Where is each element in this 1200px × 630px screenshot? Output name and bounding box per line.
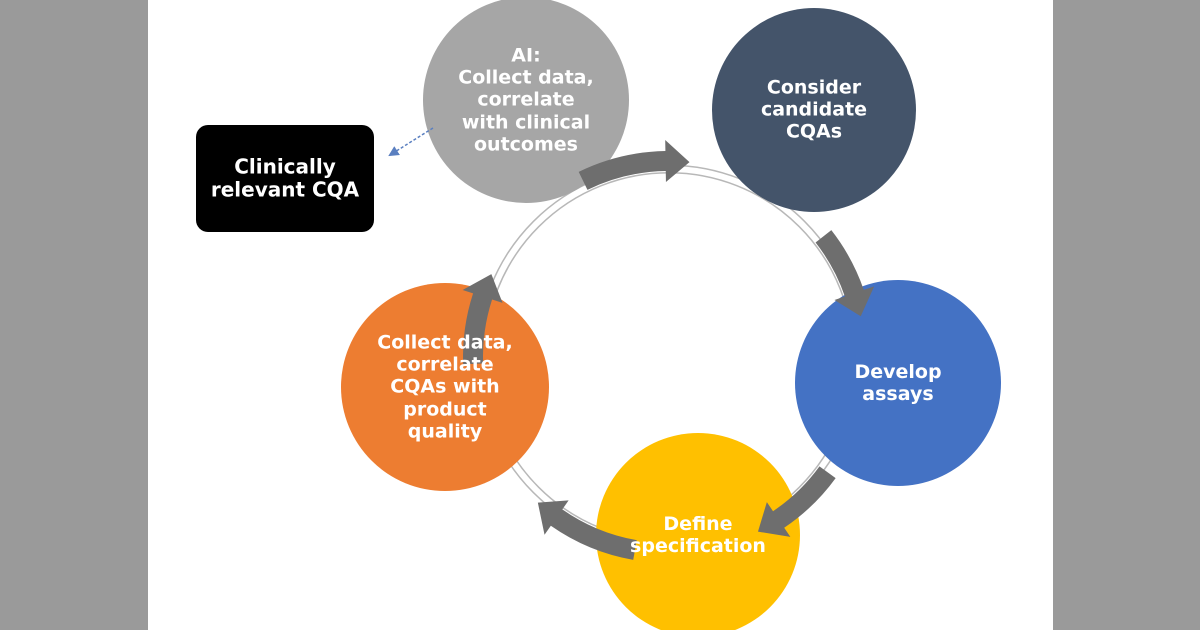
output-box-label-line: Clinically xyxy=(234,154,336,179)
arrow-ai-to-consider xyxy=(578,140,690,190)
node-consider-label-line: candidate xyxy=(760,98,868,121)
left-margin xyxy=(0,0,148,630)
node-ai-circle xyxy=(423,0,629,203)
node-consider-label-line: Consider xyxy=(766,76,862,99)
right-margin xyxy=(1053,0,1200,630)
node-spec-label-line: Define xyxy=(663,512,733,535)
output-box-label-line: relevant CQA xyxy=(210,177,360,202)
node-ai-label-line: with clinical xyxy=(461,111,591,134)
node-collect-circle xyxy=(341,283,549,491)
node-ai-label-line: outcomes xyxy=(474,133,578,156)
arrow-assays-to-spec xyxy=(757,466,836,537)
node-assays-label-line: Develop xyxy=(854,360,942,383)
cycle-diagram xyxy=(196,0,1001,630)
node-collect-label-line: CQAs with xyxy=(390,375,500,398)
node-ai-label-line: correlate xyxy=(477,88,575,111)
node-consider-circle xyxy=(712,8,916,212)
node-collect-label-line: correlate xyxy=(396,353,494,376)
arrow-consider-to-assays xyxy=(815,230,875,317)
output-box xyxy=(196,125,374,232)
node-consider-label-line: CQAs xyxy=(785,121,843,144)
node-ai-label-title: AI: xyxy=(511,44,541,67)
node-collect-label-line: Collect data, xyxy=(377,331,513,354)
node-assays-circle xyxy=(795,280,1001,486)
arrow-spec-to-collect xyxy=(537,500,637,560)
arrow-collect-to-ai xyxy=(462,274,503,365)
node-spec-label-line: specification xyxy=(630,535,766,557)
node-collect-label-line: product xyxy=(403,398,487,421)
node-assays-label-line: assays xyxy=(862,383,934,405)
node-collect-label-line: quality xyxy=(407,420,483,443)
node-ai-label-line: Collect data, xyxy=(458,66,594,89)
output-pointer-arrow xyxy=(388,127,434,157)
node-spec-circle xyxy=(596,433,800,630)
